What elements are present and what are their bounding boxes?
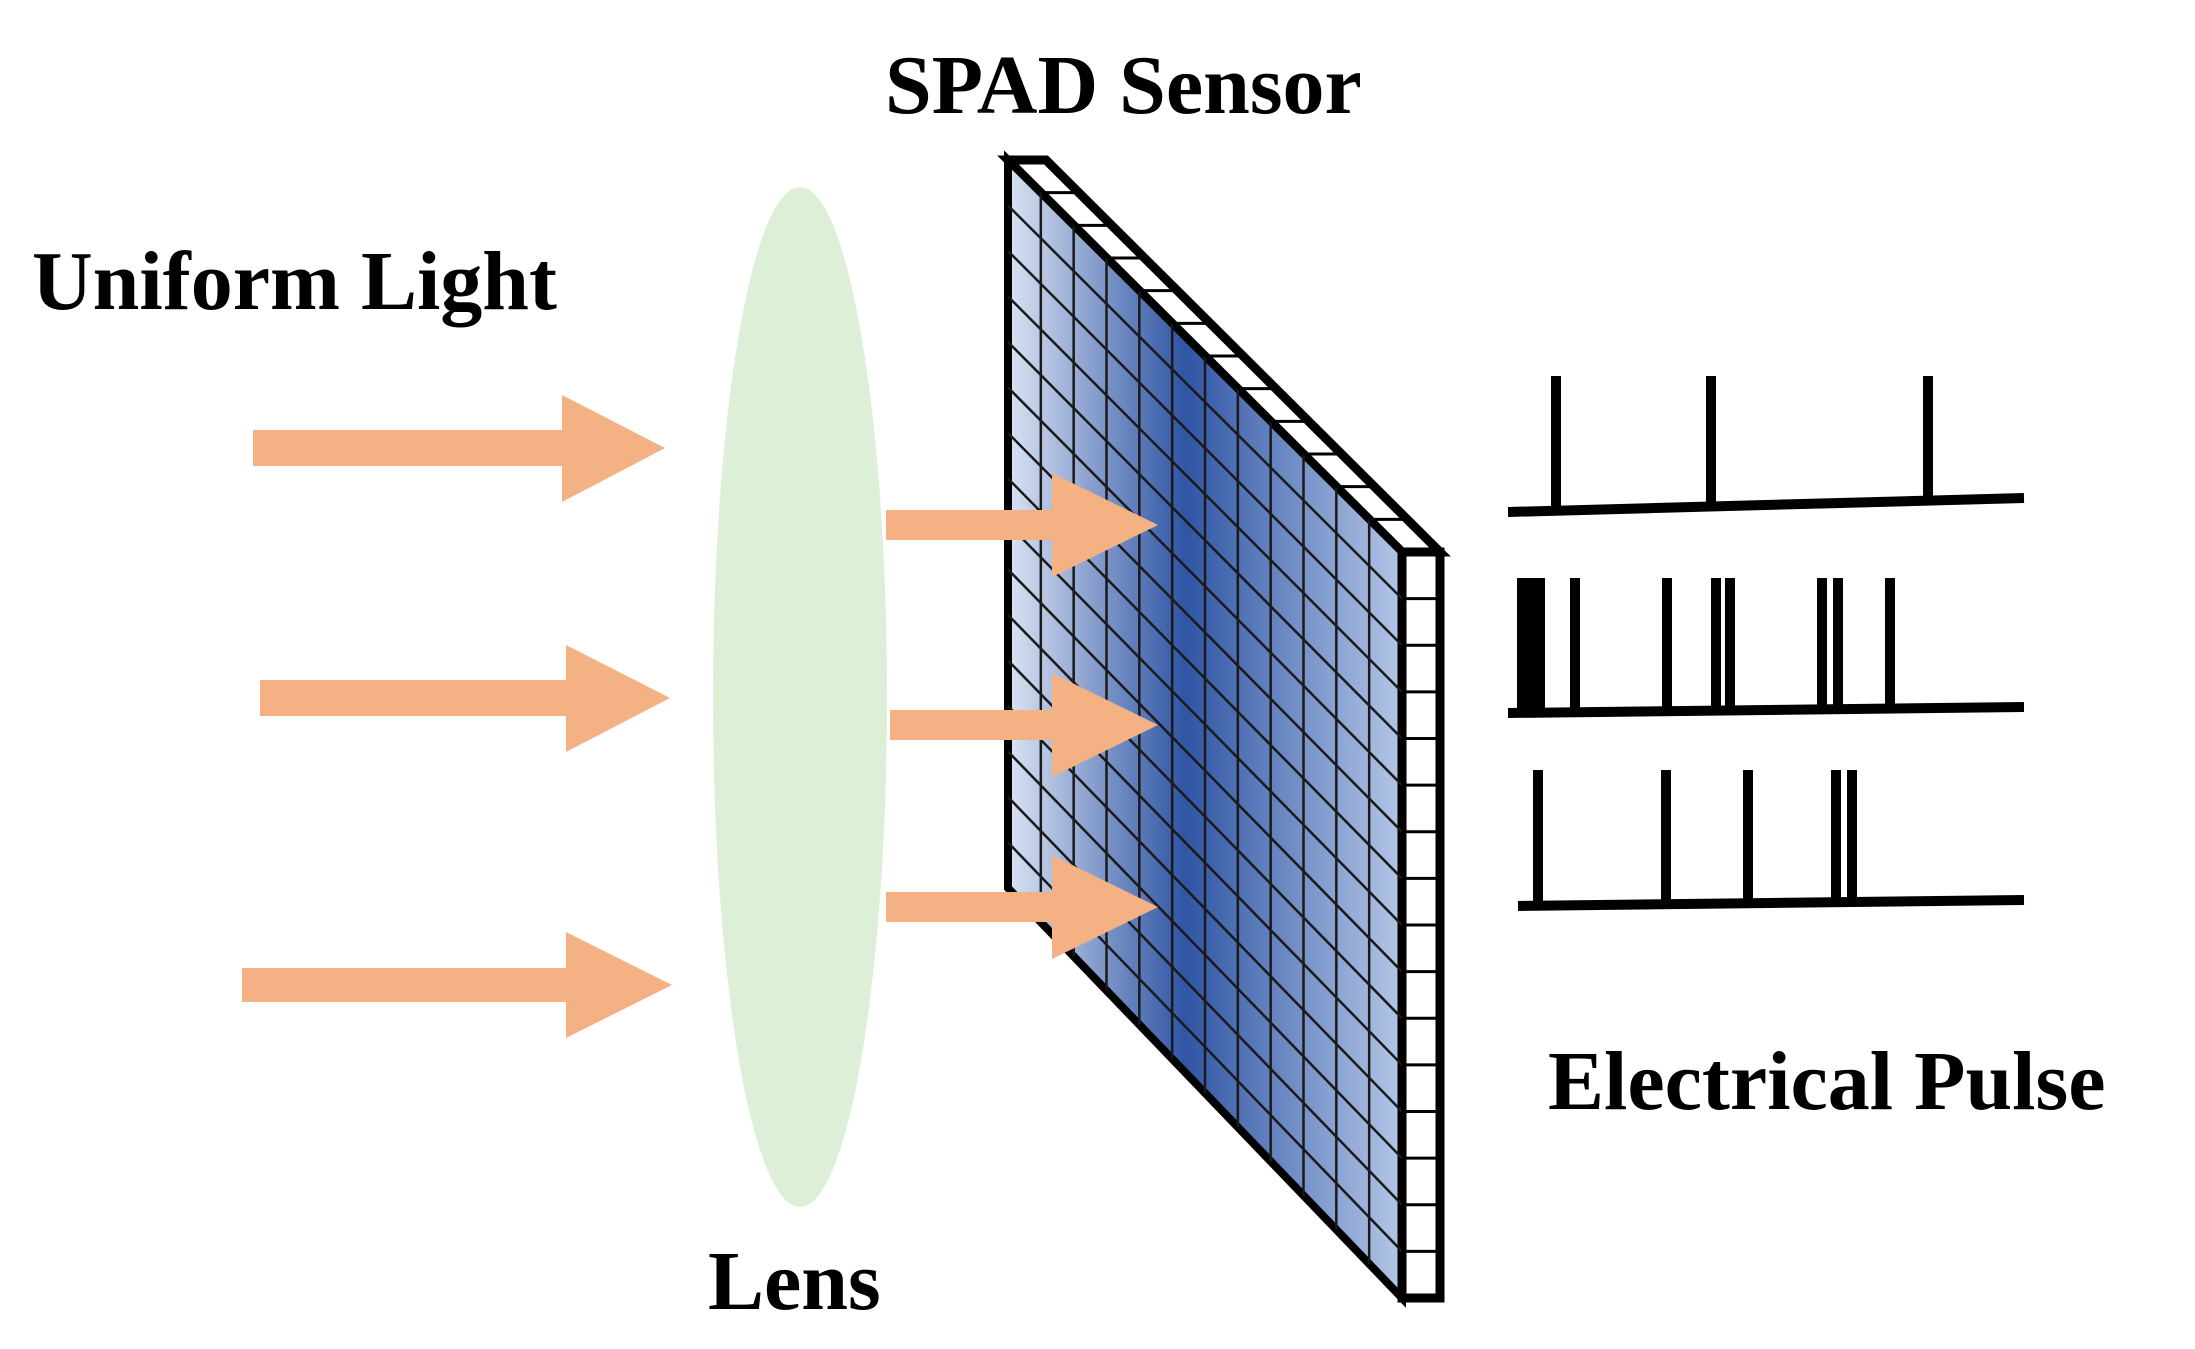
uniform-light-label: Uniform Light <box>32 235 557 328</box>
incoming-arrow-3 <box>242 932 672 1038</box>
electrical-pulse-label: Electrical Pulse <box>1548 1035 2106 1128</box>
pulse-train-2-baseline <box>1507 702 2025 718</box>
lens-ellipse <box>713 187 887 1207</box>
electrical-pulse-trains <box>1507 376 2025 911</box>
sensor-grid-row-line <box>1007 614 1403 1020</box>
sensor-grid-row-line <box>1007 295 1403 693</box>
focused-arrow-2 <box>890 673 1158 777</box>
pulse-train-3-baseline <box>1517 895 2025 911</box>
sensor-grid-row-line <box>1007 796 1403 1206</box>
sensor-grid-row-line <box>1007 386 1403 787</box>
focused-light-arrows <box>886 473 1158 959</box>
sensor-grid-row-line <box>1007 523 1403 926</box>
sensor-grid-row-line <box>1007 341 1403 740</box>
sensor-grid-row-line <box>1007 705 1403 1113</box>
incoming-light-arrows <box>242 395 672 1038</box>
spad-sensor-label: SPAD Sensor <box>885 39 1362 132</box>
sensor-grid-row-line <box>1007 750 1403 1159</box>
pulse-train-1-baseline <box>1507 493 2025 517</box>
sensor-grid-row-line <box>1007 250 1403 647</box>
focused-arrow-3 <box>886 855 1158 959</box>
incoming-arrow-2 <box>260 645 670 752</box>
lens-label: Lens <box>708 1235 881 1328</box>
sensor-grid-row-line <box>1007 204 1403 600</box>
focused-arrow-1 <box>886 473 1158 577</box>
sensor-edge-ticks <box>1040 191 1440 1253</box>
incoming-arrow-1 <box>253 395 665 502</box>
sensor-grid-row-line <box>1007 568 1403 973</box>
